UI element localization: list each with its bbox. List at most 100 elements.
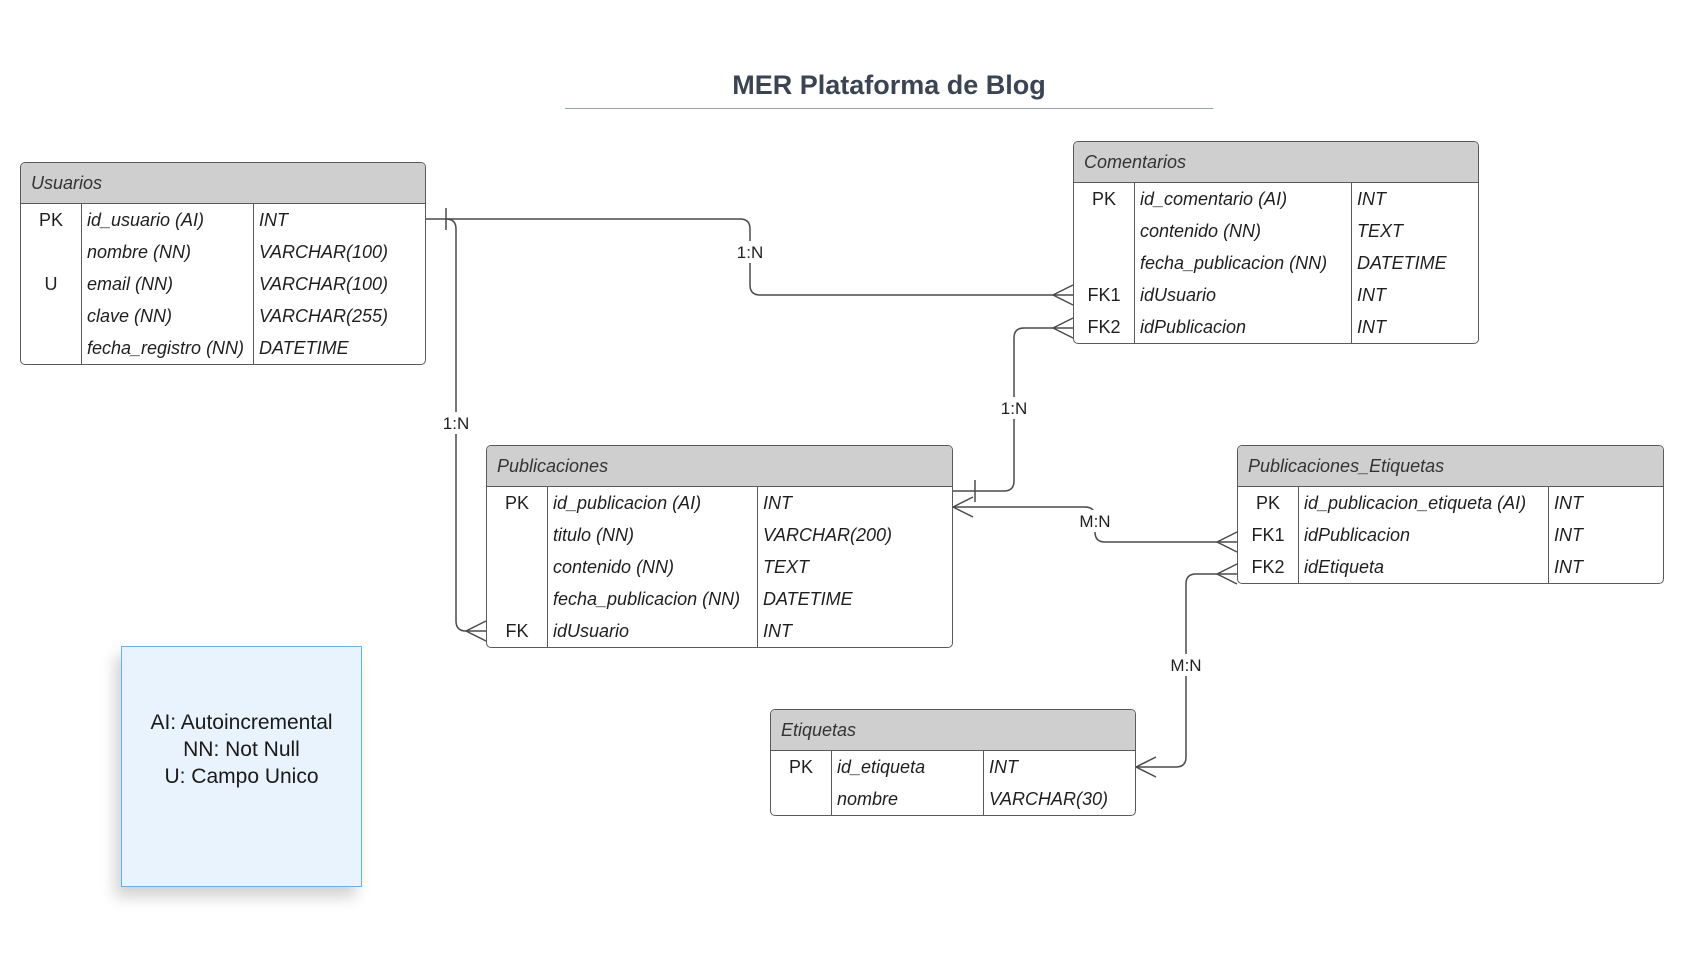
key-cell: FK bbox=[487, 615, 548, 647]
field-type: VARCHAR(255) bbox=[259, 306, 389, 326]
field-type: INT bbox=[1357, 189, 1386, 209]
field-row[interactable]: fecha_publicacion (NN) DATETIME bbox=[487, 583, 952, 615]
field-type: VARCHAR(100) bbox=[259, 242, 389, 262]
field-row[interactable]: FK idUsuario INT bbox=[487, 615, 952, 647]
field-name: id_publicacion_etiqueta (AI) bbox=[1299, 487, 1549, 519]
title-underline bbox=[565, 108, 1213, 109]
field-row[interactable]: PK id_usuario (AI) INT bbox=[21, 204, 425, 236]
field-name: fecha_publicacion (NN) bbox=[1135, 247, 1352, 279]
field-row[interactable]: fecha_registro (NN) DATETIME bbox=[21, 332, 425, 364]
field-name: fecha_publicacion (NN) bbox=[548, 583, 758, 615]
key-cell: FK1 bbox=[1238, 519, 1299, 551]
rel-label-usuarios-comentarios: 1:N bbox=[737, 243, 763, 262]
field-name: contenido (NN) bbox=[1135, 215, 1352, 247]
field-row[interactable]: PK id_publicacion_etiqueta (AI) INT bbox=[1238, 487, 1663, 519]
field-row[interactable]: contenido (NN) TEXT bbox=[1074, 215, 1478, 247]
rel-label-etiquetas-pubetiquetas: M:N bbox=[1170, 656, 1201, 675]
field-row[interactable]: contenido (NN) TEXT bbox=[487, 551, 952, 583]
entity-fields: PK id_publicacion_etiqueta (AI) INT FK1 … bbox=[1238, 487, 1663, 583]
key-cell: PK bbox=[1074, 183, 1135, 215]
rel-etiquetas-pubetiquetas[interactable]: M:N bbox=[1135, 563, 1238, 778]
entity-publicaciones-etiquetas[interactable]: Publicaciones_Etiquetas PK id_publicacio… bbox=[1237, 445, 1664, 584]
field-row[interactable]: U email (NN) VARCHAR(100) bbox=[21, 268, 425, 300]
field-row[interactable]: nombre (NN) VARCHAR(100) bbox=[21, 236, 425, 268]
field-name: idPublicacion bbox=[1135, 311, 1352, 343]
key-cell bbox=[1074, 215, 1135, 247]
field-name: nombre (NN) bbox=[82, 236, 254, 268]
field-type: VARCHAR(100) bbox=[259, 274, 389, 294]
key-cell: FK1 bbox=[1074, 279, 1135, 311]
rel-usuarios-publicaciones[interactable]: 1:N bbox=[436, 218, 487, 642]
field-row[interactable]: nombre VARCHAR(30) bbox=[771, 783, 1135, 815]
entity-header: Comentarios bbox=[1074, 142, 1478, 183]
field-name: clave (NN) bbox=[82, 300, 254, 332]
key-cell bbox=[21, 236, 82, 268]
field-row[interactable]: clave (NN) VARCHAR(255) bbox=[21, 300, 425, 332]
field-type: INT bbox=[1554, 525, 1583, 545]
field-type: INT bbox=[1554, 557, 1583, 577]
entity-etiquetas[interactable]: Etiquetas PK id_etiqueta INT nombre VARC… bbox=[770, 709, 1136, 816]
field-row[interactable]: PK id_publicacion (AI) INT bbox=[487, 487, 952, 519]
field-name: id_publicacion (AI) bbox=[548, 487, 758, 519]
field-name: idEtiqueta bbox=[1299, 551, 1549, 583]
field-type: VARCHAR(200) bbox=[763, 525, 893, 545]
rel-publicaciones-comentarios[interactable]: 1:N bbox=[953, 317, 1074, 502]
key-cell: U bbox=[21, 268, 82, 300]
field-type: INT bbox=[1357, 317, 1386, 337]
rel-usuarios-comentarios[interactable]: 1:N bbox=[424, 208, 1074, 306]
field-row[interactable]: titulo (NN) VARCHAR(200) bbox=[487, 519, 952, 551]
entity-fields: PK id_comentario (AI) INT contenido (NN)… bbox=[1074, 183, 1478, 343]
field-type: INT bbox=[1554, 493, 1583, 513]
entity-header: Publicaciones bbox=[487, 446, 952, 487]
entity-fields: PK id_etiqueta INT nombre VARCHAR(30) bbox=[771, 751, 1135, 815]
field-type: INT bbox=[1357, 285, 1386, 305]
key-cell bbox=[21, 300, 82, 332]
entity-usuarios[interactable]: Usuarios PK id_usuario (AI) INT nombre (… bbox=[20, 162, 426, 365]
key-cell: FK2 bbox=[1238, 551, 1299, 583]
field-name: idUsuario bbox=[1135, 279, 1352, 311]
field-name: nombre bbox=[832, 783, 984, 815]
key-cell: FK2 bbox=[1074, 311, 1135, 343]
key-cell bbox=[1074, 247, 1135, 279]
field-row[interactable]: PK id_comentario (AI) INT bbox=[1074, 183, 1478, 215]
legend-line-ai: AI: Autoincremental bbox=[150, 711, 333, 734]
rel-label-publicaciones-pubetiquetas: M:N bbox=[1079, 512, 1110, 531]
field-row[interactable]: fecha_publicacion (NN) DATETIME bbox=[1074, 247, 1478, 279]
rel-publicaciones-pubetiquetas[interactable]: M:N bbox=[952, 496, 1238, 553]
field-name: fecha_registro (NN) bbox=[82, 332, 254, 364]
field-name: id_etiqueta bbox=[832, 751, 984, 783]
entity-fields: PK id_publicacion (AI) INT titulo (NN) V… bbox=[487, 487, 952, 647]
field-type: INT bbox=[989, 757, 1018, 777]
legend-note[interactable]: AI: Autoincremental NN: Not Null U: Camp… bbox=[121, 646, 362, 887]
field-name: id_usuario (AI) bbox=[82, 204, 254, 236]
field-row[interactable]: FK1 idUsuario INT bbox=[1074, 279, 1478, 311]
field-type: DATETIME bbox=[259, 338, 349, 358]
field-type: VARCHAR(30) bbox=[989, 789, 1109, 809]
field-name: titulo (NN) bbox=[548, 519, 758, 551]
field-name: idPublicacion bbox=[1299, 519, 1549, 551]
field-type: DATETIME bbox=[1357, 253, 1447, 273]
entity-header: Usuarios bbox=[21, 163, 425, 204]
field-type: INT bbox=[259, 210, 288, 230]
field-row[interactable]: FK1 idPublicacion INT bbox=[1238, 519, 1663, 551]
field-name: id_comentario (AI) bbox=[1135, 183, 1352, 215]
field-row[interactable]: FK2 idEtiqueta INT bbox=[1238, 551, 1663, 583]
key-cell: PK bbox=[21, 204, 82, 236]
key-cell bbox=[487, 551, 548, 583]
key-cell bbox=[771, 783, 832, 815]
rel-label-publicaciones-comentarios: 1:N bbox=[1001, 399, 1027, 418]
field-row[interactable]: PK id_etiqueta INT bbox=[771, 751, 1135, 783]
field-type: DATETIME bbox=[763, 589, 853, 609]
key-cell: PK bbox=[1238, 487, 1299, 519]
field-name: contenido (NN) bbox=[548, 551, 758, 583]
key-cell bbox=[487, 519, 548, 551]
field-row[interactable]: FK2 idPublicacion INT bbox=[1074, 311, 1478, 343]
entity-comentarios[interactable]: Comentarios PK id_comentario (AI) INT co… bbox=[1073, 141, 1479, 344]
key-cell: PK bbox=[771, 751, 832, 783]
legend-line-u: U: Campo Unico bbox=[164, 765, 319, 788]
field-type: TEXT bbox=[763, 557, 810, 577]
key-cell bbox=[21, 332, 82, 364]
legend-line-nn: NN: Not Null bbox=[183, 738, 300, 761]
entity-publicaciones[interactable]: Publicaciones PK id_publicacion (AI) INT… bbox=[486, 445, 953, 648]
rel-label-usuarios-publicaciones: 1:N bbox=[443, 414, 469, 433]
